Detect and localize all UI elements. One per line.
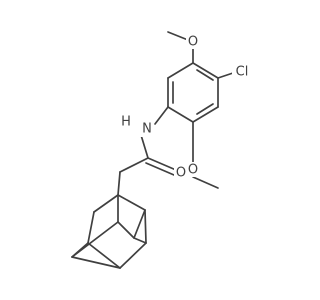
bond-co-2 xyxy=(145,162,175,176)
label-background xyxy=(119,115,133,130)
bond-ad-6 xyxy=(71,221,119,258)
bond-ring-4 xyxy=(167,106,194,123)
bond-c-ch2 xyxy=(119,157,149,173)
bond-ad-12 xyxy=(133,237,147,244)
bond-n-carbonyl xyxy=(140,134,149,159)
bond-ring-double-2 xyxy=(196,103,214,115)
bond-ad-9 xyxy=(87,242,121,269)
bond-n-ring xyxy=(154,106,169,125)
bond-ring-3 xyxy=(192,106,219,123)
bond-ad-8 xyxy=(133,209,146,239)
label-background xyxy=(174,165,188,180)
bond-ring-double-1 xyxy=(196,69,214,81)
bond-ch2-adamantyl xyxy=(117,171,121,196)
label-background xyxy=(140,122,154,137)
bond-ad-1 xyxy=(93,194,119,213)
chemical-structure: O Cl N H O O xyxy=(71,31,252,269)
methoxy-oxygen-bottom-label: O xyxy=(188,163,198,178)
label-background xyxy=(186,34,200,49)
bond-ad-13 xyxy=(71,256,121,269)
methoxy-oxygen-top-label: O xyxy=(188,35,198,50)
bond-co-1 xyxy=(147,157,177,171)
label-background xyxy=(232,64,252,79)
structure-canvas: O Cl N H O O xyxy=(71,31,252,269)
carbonyl-oxygen-label: O xyxy=(176,166,186,181)
atom-label-layer: O Cl N H O O xyxy=(119,34,252,181)
bond-ad-11 xyxy=(144,209,147,244)
bond-ad-4 xyxy=(87,211,95,244)
bond-ring-6 xyxy=(167,62,194,79)
amide-hydrogen-label: H xyxy=(121,115,131,130)
chlorine-label: Cl xyxy=(236,65,249,80)
bond-ad-2 xyxy=(117,194,146,211)
bond-ad-10 xyxy=(119,242,147,269)
bond-layer xyxy=(71,31,237,269)
bond-ad-7 xyxy=(117,221,135,239)
bond-methyl-bottom xyxy=(192,176,219,189)
label-background xyxy=(186,162,200,177)
bond-ring-1 xyxy=(192,62,219,79)
amide-nitrogen-label: N xyxy=(142,122,152,137)
